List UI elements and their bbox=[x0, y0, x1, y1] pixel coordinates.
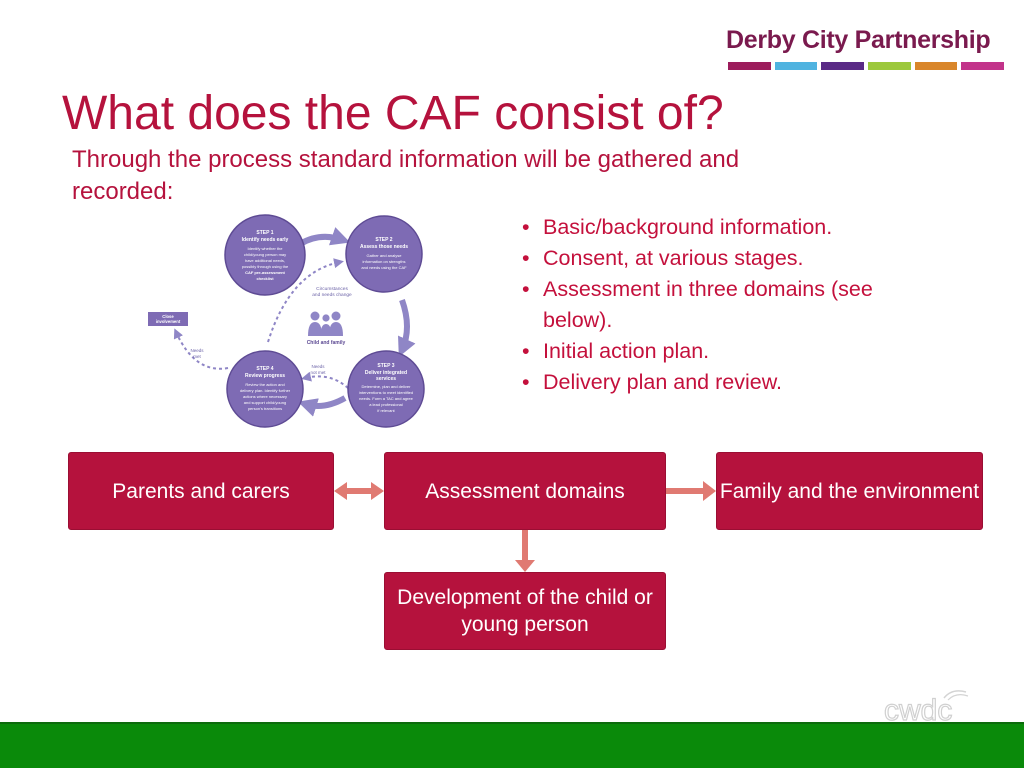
bullet-list: Basic/background information.Consent, at… bbox=[520, 212, 920, 398]
footer-bar bbox=[0, 722, 1024, 768]
svg-text:a lead professional: a lead professional bbox=[369, 402, 403, 407]
svg-text:information on strengths: information on strengths bbox=[363, 259, 406, 264]
svg-text:STEP 2: STEP 2 bbox=[375, 237, 392, 243]
step4-circle: STEP 4 Review progress Review the action… bbox=[226, 350, 304, 428]
svg-text:possibly through using the: possibly through using the bbox=[242, 264, 289, 269]
domain-assessment-center: Assessment domains bbox=[384, 452, 666, 530]
svg-text:delivery plan. Identify furthe: delivery plan. Identify further bbox=[240, 388, 291, 393]
domain-parents-carers: Parents and carers bbox=[68, 452, 334, 530]
svg-text:Identify needs early: Identify needs early bbox=[242, 237, 289, 243]
logo: Derby City Partnership bbox=[726, 26, 991, 54]
svg-text:and support child/young: and support child/young bbox=[244, 400, 286, 405]
svg-text:STEP 3: STEP 3 bbox=[377, 363, 394, 369]
needs-not-met-label: Needs bbox=[311, 364, 325, 369]
circumstances-label: Circumstances bbox=[316, 286, 348, 292]
svg-text:have additional needs,: have additional needs, bbox=[245, 258, 285, 263]
arrow-step2-step3 bbox=[398, 298, 416, 357]
svg-text:services: services bbox=[376, 376, 396, 382]
svg-text:Review progress: Review progress bbox=[245, 373, 285, 379]
svg-text:needs. Form a TAC and agree: needs. Form a TAC and agree bbox=[359, 396, 413, 401]
logo-stripe bbox=[868, 62, 911, 70]
logo-stripe bbox=[914, 62, 958, 70]
svg-text:Identify whether the: Identify whether the bbox=[248, 246, 284, 251]
domain-child-development: Development of the child or young person bbox=[384, 572, 666, 650]
svg-text:and needs using the CAF: and needs using the CAF bbox=[361, 265, 407, 270]
arrow-step1-step2 bbox=[298, 227, 351, 247]
close-involvement-box: Close involvement bbox=[148, 312, 188, 326]
svg-text:involvement: involvement bbox=[156, 319, 181, 324]
svg-text:Assess those needs: Assess those needs bbox=[360, 244, 408, 250]
svg-text:interventions to meet identifi: interventions to meet identified bbox=[359, 390, 413, 395]
svg-text:actions where necessary: actions where necessary bbox=[243, 394, 287, 399]
caf-cycle-diagram: STEP 1 Identify needs early Identify whe… bbox=[148, 214, 425, 428]
bullet-item: Delivery plan and review. bbox=[520, 367, 920, 398]
bullet-item: Basic/background information. bbox=[520, 212, 920, 243]
bullet-item: Consent, at various stages. bbox=[520, 243, 920, 274]
svg-text:STEP 1: STEP 1 bbox=[256, 230, 273, 236]
domain-family-environment: Family and the environment bbox=[716, 452, 983, 530]
logo-stripe bbox=[728, 62, 771, 70]
svg-text:checklist: checklist bbox=[256, 276, 274, 281]
bullet-item: Initial action plan. bbox=[520, 336, 920, 367]
needs-met-label: Needs bbox=[190, 348, 204, 353]
svg-text:person's transitions: person's transitions bbox=[248, 406, 282, 411]
needs-not-met-label-2: not met bbox=[310, 370, 326, 375]
svg-text:CAF pre-assessment: CAF pre-assessment bbox=[245, 270, 285, 275]
child-family-label: Child and family bbox=[307, 340, 346, 346]
step3-circle: STEP 3 Deliver integrated services Deter… bbox=[347, 350, 425, 428]
svg-text:STEP 4: STEP 4 bbox=[256, 366, 273, 372]
svg-text:Determine, plan and deliver: Determine, plan and deliver bbox=[362, 384, 412, 389]
svg-text:cwdc: cwdc bbox=[884, 694, 952, 724]
svg-text:Close: Close bbox=[162, 314, 174, 319]
step1-circle: STEP 1 Identify needs early Identify whe… bbox=[224, 214, 306, 296]
bullet-item: Assessment in three domains (see below). bbox=[520, 274, 920, 336]
slide-subtitle: Through the process standard information… bbox=[72, 146, 740, 205]
step2-circle: STEP 2 Assess those needs Gather and ana… bbox=[345, 215, 423, 293]
slide-title: What does the CAF consist of? bbox=[62, 87, 724, 140]
svg-text:Gather and analyse: Gather and analyse bbox=[367, 253, 403, 258]
arrow-needs-met bbox=[173, 328, 229, 370]
svg-text:if relevant: if relevant bbox=[377, 408, 395, 413]
arrow-needs-not-met bbox=[301, 371, 349, 389]
svg-text:child/young person may: child/young person may bbox=[244, 252, 286, 257]
logo-stripe bbox=[961, 62, 1005, 70]
logo-stripe bbox=[821, 62, 865, 70]
logo-stripes bbox=[728, 62, 1005, 70]
needs-met-label-2: met bbox=[193, 354, 201, 359]
svg-text:Deliver integrated: Deliver integrated bbox=[365, 370, 407, 376]
circumstances-label-2: and needs change bbox=[312, 292, 352, 298]
arrow-circumstances-change bbox=[267, 258, 344, 343]
logo-stripe bbox=[774, 62, 818, 70]
svg-text:Review the action and: Review the action and bbox=[245, 382, 284, 387]
arrow-step3-step4 bbox=[297, 395, 347, 417]
family-icon bbox=[308, 311, 343, 336]
cwdc-watermark-logo: cwdc bbox=[883, 690, 969, 724]
